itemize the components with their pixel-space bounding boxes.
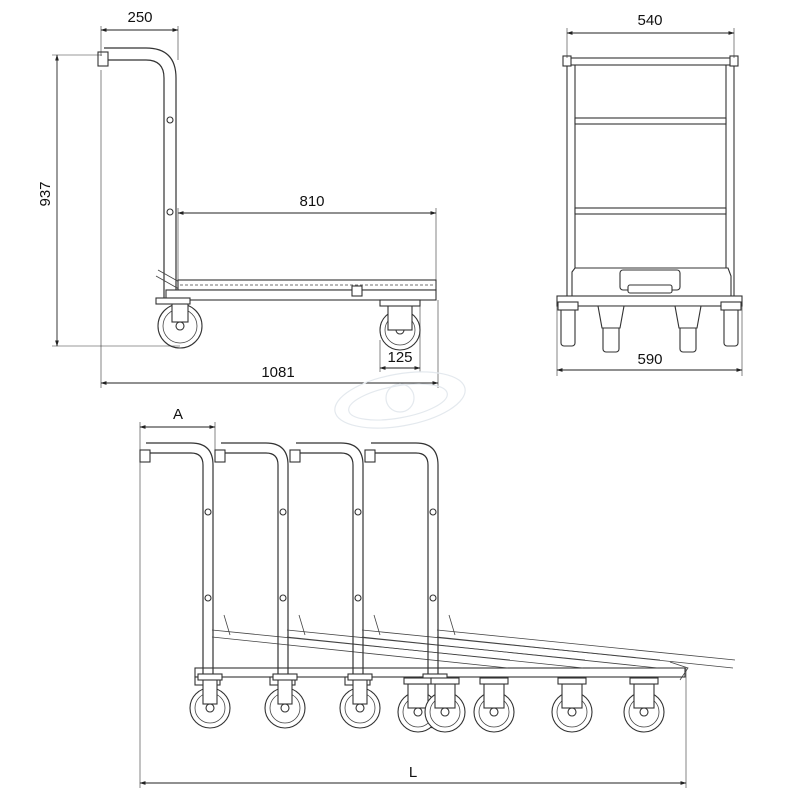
dim-label-nest-pitch: A xyxy=(173,406,183,423)
swivel-wheel xyxy=(623,677,665,733)
dim-label-height: 937 xyxy=(37,181,54,206)
front-wheel xyxy=(379,299,421,351)
dim-label-wheel-offset: 125 xyxy=(387,349,412,366)
watermark-logo xyxy=(334,371,466,429)
wheel xyxy=(557,301,579,347)
swivel-wheel xyxy=(473,677,515,733)
handle-cap xyxy=(97,51,109,67)
base-frame xyxy=(556,295,743,307)
dim-label-handle-offset: 250 xyxy=(127,9,152,26)
cross-bar xyxy=(574,117,727,125)
wheel xyxy=(720,301,742,347)
cross-bar xyxy=(574,207,727,215)
nested-cart xyxy=(290,443,660,728)
side-view: 250 937 810 125 1081 xyxy=(37,9,439,388)
dim-label-nested-length: L xyxy=(409,764,417,781)
right-upright xyxy=(725,59,735,299)
rear-wheel xyxy=(155,297,203,349)
dim-label-base-width: 590 xyxy=(637,351,662,368)
front-view: 540 590 xyxy=(556,12,743,376)
nested-cart xyxy=(215,443,585,728)
left-upright xyxy=(566,59,576,299)
top-bar xyxy=(566,57,735,66)
handle-tube xyxy=(104,59,165,298)
swivel-wheel xyxy=(551,677,593,733)
wheel xyxy=(597,305,625,353)
wheel xyxy=(674,305,702,353)
dim-label-overall-length: 1081 xyxy=(261,364,294,381)
dim-label-platform-length: 810 xyxy=(299,193,324,210)
dim-label-top-width: 540 xyxy=(637,12,662,29)
nested-view: A L xyxy=(139,406,735,788)
